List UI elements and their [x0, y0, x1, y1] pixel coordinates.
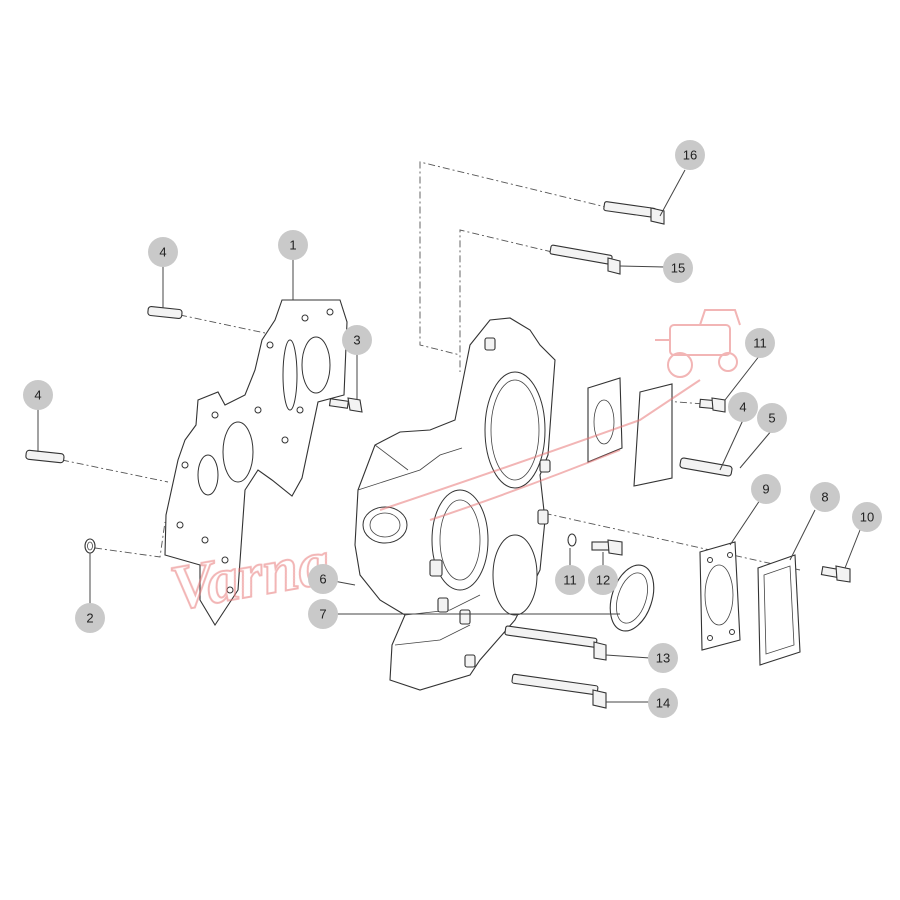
svg-text:5: 5 — [768, 411, 775, 426]
svg-text:2: 2 — [86, 611, 93, 626]
seal-ring — [609, 564, 655, 632]
cover-plate — [757, 554, 801, 666]
svg-text:8: 8 — [821, 490, 828, 505]
bolt-13 — [504, 625, 607, 661]
svg-text:3: 3 — [353, 333, 360, 348]
cover-gasket — [699, 541, 741, 651]
o-ring — [84, 538, 96, 554]
upper-gasket — [587, 377, 673, 487]
bolt-14 — [511, 673, 607, 709]
callout-4-left: 4 — [23, 380, 53, 410]
svg-text:15: 15 — [671, 261, 685, 276]
callout-6: 6 — [308, 564, 338, 594]
callout-13: 13 — [648, 643, 678, 673]
svg-text:4: 4 — [34, 388, 41, 403]
callout-11-lower: 11 — [555, 565, 585, 595]
bolt-3 — [328, 397, 363, 413]
callout-15: 15 — [663, 253, 693, 283]
callout-11-upper: 11 — [745, 328, 775, 358]
dowel-pin-right — [679, 457, 733, 477]
svg-text:13: 13 — [656, 651, 670, 666]
svg-text:11: 11 — [563, 573, 577, 588]
assembly-lines — [61, 161, 801, 571]
svg-text:4: 4 — [159, 245, 166, 260]
bolt-10 — [820, 565, 851, 583]
washer-11 — [567, 533, 577, 547]
bolt-12 — [591, 539, 623, 556]
bolt-11-upper — [699, 397, 726, 413]
svg-text:4: 4 — [739, 400, 746, 415]
svg-text:10: 10 — [860, 510, 874, 525]
bolt-16 — [603, 201, 665, 225]
svg-text:7: 7 — [319, 607, 326, 622]
callout-10: 10 — [852, 502, 882, 532]
svg-text:6: 6 — [319, 572, 326, 587]
svg-text:1: 1 — [289, 238, 296, 253]
callout-7: 7 — [308, 599, 338, 629]
leader-lines — [37, 169, 861, 703]
callout-1: 1 — [278, 230, 308, 260]
callout-3: 3 — [342, 325, 372, 355]
bolt-15 — [549, 244, 621, 275]
watermark-tractor-icon — [655, 309, 741, 378]
svg-text:16: 16 — [683, 148, 697, 163]
svg-text:14: 14 — [656, 696, 670, 711]
callout-9: 9 — [751, 474, 781, 504]
gasket-plate — [164, 299, 348, 627]
callout-14: 14 — [648, 688, 678, 718]
callout-16: 16 — [675, 140, 705, 170]
callout-5: 5 — [757, 403, 787, 433]
callout-4-right: 4 — [728, 392, 758, 422]
callout-12: 12 — [588, 565, 618, 595]
callout-4-upper: 4 — [148, 237, 178, 267]
callout-2: 2 — [75, 603, 105, 633]
dowel-pin-left — [25, 449, 65, 464]
svg-text:9: 9 — [762, 482, 769, 497]
dowel-pin-upper — [147, 305, 183, 320]
svg-text:11: 11 — [753, 336, 767, 351]
svg-text:12: 12 — [596, 573, 610, 588]
callout-8: 8 — [810, 482, 840, 512]
